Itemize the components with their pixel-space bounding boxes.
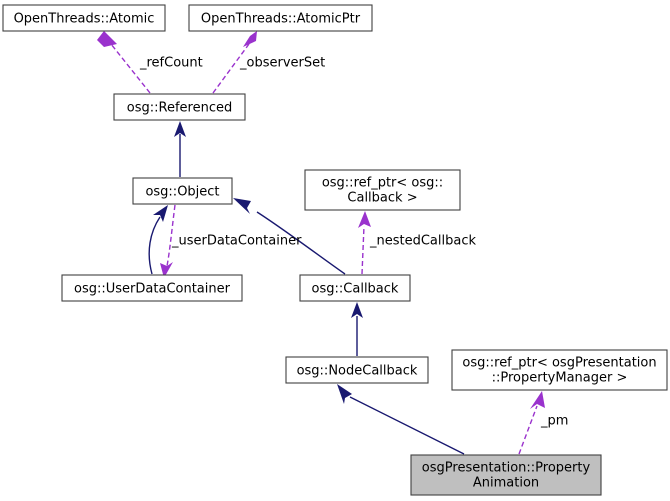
node-osg-callback[interactable]: osg::Callback <box>299 274 411 302</box>
edge-nestedcallback-line <box>361 225 365 275</box>
edge-refcount <box>97 31 151 94</box>
node-osg-refptr-callback-label-line2: Callback > <box>347 191 417 206</box>
edge-propertyanimation-nodecallback-line <box>349 396 465 455</box>
edge-label-observerset: _observerSet <box>239 56 325 71</box>
edge-pm-line <box>518 405 538 455</box>
node-openthreads-atomicptr-box[interactable] <box>188 4 373 32</box>
node-openthreads-atomicptr[interactable]: OpenThreads::AtomicPtr <box>188 4 373 32</box>
node-osg-refptr-callback[interactable]: osg::ref_ptr< osg:: Callback > <box>304 169 461 211</box>
node-osg-object[interactable]: osg::Object <box>132 177 233 205</box>
edge-object-inherits-referenced <box>174 121 186 177</box>
edge-label-nestedcallback: _nestedCallback <box>369 234 476 249</box>
node-openthreads-atomic-label: OpenThreads::Atomic <box>14 12 155 27</box>
node-osg-object-box[interactable] <box>132 177 233 205</box>
node-osg-refptr-propertymanager-box[interactable] <box>451 349 668 391</box>
node-openthreads-atomic-box[interactable] <box>2 4 166 32</box>
node-osg-userdatacontainer[interactable]: osg::UserDataContainer <box>61 274 243 302</box>
edge-userdatacontainer-arrowhead <box>160 262 173 278</box>
node-openthreads-atomic[interactable]: OpenThreads::Atomic <box>2 4 166 32</box>
edge-callback-inherits-object <box>233 198 346 275</box>
edge-observerset-arrowhead <box>243 31 257 47</box>
edge-propertyanimation-inherits-nodecallback <box>337 384 465 455</box>
node-osg-object-label: osg::Object <box>145 185 219 200</box>
edge-label-pm: _pm <box>540 414 568 429</box>
edge-nodecallback-inherits-callback <box>351 302 363 356</box>
node-osg-userdatacontainer-label: osg::UserDataContainer <box>74 282 231 297</box>
node-osgpresentation-propertyanimation-box[interactable] <box>410 454 602 496</box>
node-osgpresentation-propertyanimation-label-line2: Animation <box>473 476 539 491</box>
node-osg-referenced[interactable]: osg::Referenced <box>113 93 246 121</box>
node-osg-refptr-callback-box[interactable] <box>304 169 461 211</box>
edge-pm-arrowhead <box>530 391 545 409</box>
node-osg-nodecallback-label: osg::NodeCallback <box>297 364 418 379</box>
node-osg-refptr-callback-label-line1: osg::ref_ptr< osg:: <box>322 176 443 191</box>
node-openthreads-atomicptr-label: OpenThreads::AtomicPtr <box>201 12 361 27</box>
edge-pm <box>518 391 545 455</box>
edge-nodecallback-callback-arrowhead <box>351 302 363 318</box>
edge-userdatacontainer-line <box>166 204 176 267</box>
node-osgpresentation-propertyanimation[interactable]: osgPresentation::Property Animation <box>410 454 602 496</box>
edge-userdatacontainer-inherits-object <box>148 205 168 275</box>
edge-observerset-line <box>212 43 250 94</box>
edge-propertyanimation-nodecallback-arrowhead <box>337 384 352 404</box>
edge-userdatacontainer-object-arrowhead <box>153 205 168 222</box>
edge-refcount-arrowhead <box>97 31 117 47</box>
edge-callback-object-line <box>256 211 346 275</box>
edge-nestedcallback <box>358 211 371 275</box>
node-osg-callback-label: osg::Callback <box>312 282 399 297</box>
edge-label-userdatacontainer: _userDataContainer <box>171 234 302 249</box>
edge-label-refcount: _refCount <box>139 56 203 71</box>
node-osg-referenced-label: osg::Referenced <box>127 101 232 116</box>
node-osg-userdatacontainer-box[interactable] <box>61 274 243 302</box>
node-osg-refptr-propertymanager-label-line2: ::PropertyManager > <box>492 371 628 386</box>
node-osg-refptr-propertymanager-label-line1: osg::ref_ptr< osgPresentation <box>462 356 656 371</box>
edge-refcount-line <box>110 43 151 94</box>
edge-observerset <box>212 31 257 94</box>
edge-userdatacontainer-object-line <box>148 216 161 275</box>
node-osg-refptr-propertymanager[interactable]: osg::ref_ptr< osgPresentation ::Property… <box>451 349 668 391</box>
node-osgpresentation-propertyanimation-label-line1: osgPresentation::Property <box>422 461 591 476</box>
edge-object-referenced-arrowhead <box>174 121 186 137</box>
edge-userdatacontainer <box>160 204 176 278</box>
node-osg-nodecallback-box[interactable] <box>285 356 429 384</box>
node-osg-referenced-box[interactable] <box>113 93 246 121</box>
node-osg-nodecallback[interactable]: osg::NodeCallback <box>285 356 429 384</box>
edge-nestedcallback-arrowhead <box>358 211 371 228</box>
edge-callback-object-arrowhead <box>233 198 251 214</box>
node-osg-callback-box[interactable] <box>299 274 411 302</box>
